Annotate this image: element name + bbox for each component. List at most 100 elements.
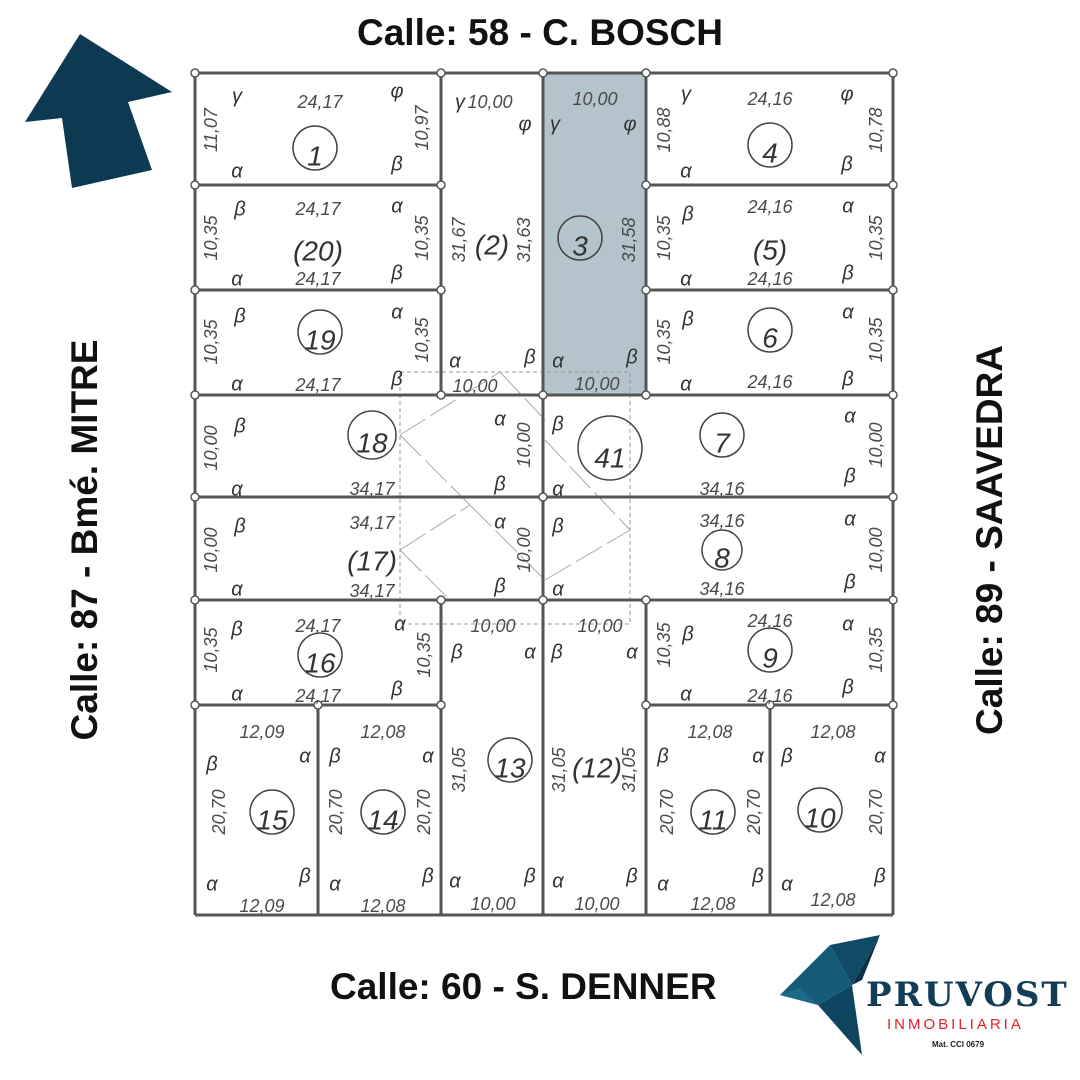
lot-15-bottom-dimension: 12,09 [239, 896, 284, 916]
lot-10-top-dimension: 12,08 [810, 722, 855, 742]
lot-12-right-dimension: 31,05 [619, 746, 639, 792]
lot-11-circle [690, 789, 736, 835]
lot-10-bottom-dimension: 12,08 [810, 890, 855, 910]
boundary-marker [641, 68, 651, 78]
angle-marker: α [874, 745, 886, 767]
lot-12-bottom-dimension: 10,00 [574, 894, 619, 914]
boundary-marker [190, 390, 200, 400]
lot-18-circle [347, 410, 397, 460]
lot-16-number: 16 [304, 647, 336, 678]
lot-4-top-dimension: 24,16 [746, 89, 793, 109]
angle-marker: α [449, 870, 461, 892]
lot-19-number: 19 [304, 324, 335, 355]
lot-20-left-dimension: 10,35 [201, 214, 221, 260]
angle-marker: α [552, 578, 564, 600]
angle-marker: α [231, 578, 243, 600]
lot-4-right-dimension: 10,78 [866, 107, 886, 152]
angle-marker: β [390, 262, 402, 284]
lot-16-left-dimension: 10,35 [201, 626, 221, 672]
angle-marker: α [231, 478, 243, 500]
lot-2-right-dimension: 31,63 [514, 217, 534, 262]
angle-marker: α [422, 745, 434, 767]
boundary-marker [538, 68, 548, 78]
lot-16-right-dimension: 10,35 [414, 631, 434, 677]
angle-marker: β [328, 745, 340, 767]
boundary-marker [888, 390, 898, 400]
angle-marker: α [391, 301, 403, 323]
boundary-marker [888, 180, 898, 190]
lot-11-right-dimension: 20,70 [744, 789, 764, 835]
lot-20-top-dimension: 24,17 [294, 199, 341, 219]
lot-13-top-dimension: 10,00 [470, 616, 515, 636]
lot-19-bottom-dimension: 24,17 [294, 375, 341, 395]
boundary-marker [190, 180, 200, 190]
lot-7-circle [699, 412, 745, 458]
lot-17-right-dimension: 10,00 [514, 527, 534, 572]
angle-marker: γ [455, 91, 466, 113]
angle-marker: α [626, 641, 638, 663]
lot-17-bottom-dimension: 34,17 [349, 581, 395, 601]
angle-marker: α [781, 873, 793, 895]
lot-12-left-dimension: 31,05 [549, 746, 569, 792]
lot-9-circle [747, 627, 793, 673]
angle-marker: β [550, 641, 562, 663]
lot-8-bottom-dimension: 34,16 [699, 579, 745, 599]
angle-marker: α [206, 873, 218, 895]
boundary-marker [436, 68, 446, 78]
angle-marker: α [231, 683, 243, 705]
boundary-marker [313, 700, 323, 710]
lot-6-left-dimension: 10,35 [654, 318, 674, 364]
angle-marker: β [841, 368, 853, 390]
boundary-marker [190, 285, 200, 295]
lot-2-bottom-dimension: 10,00 [452, 376, 497, 396]
angle-marker: α [842, 301, 854, 323]
lot-20-bottom-dimension: 24,17 [294, 269, 341, 289]
angle-marker: β [681, 623, 693, 645]
angle-marker: α [552, 870, 564, 892]
lot-1-top-dimension: 24,17 [296, 92, 343, 112]
boundary-marker [765, 700, 775, 710]
lot-5-left-dimension: 10,35 [654, 214, 674, 260]
angle-marker: α [752, 745, 764, 767]
lot-19-left-dimension: 10,35 [201, 318, 221, 364]
angle-marker: α [329, 873, 341, 895]
angle-marker: α [231, 373, 243, 395]
boundary-marker [641, 595, 651, 605]
angle-marker: β [780, 745, 792, 767]
lot-13-circle [487, 737, 533, 783]
lot-17-top-dimension: 34,17 [349, 513, 395, 533]
lot-14-circle [360, 789, 406, 835]
lot-5-number: (5) [753, 234, 787, 265]
angle-marker: β [841, 676, 853, 698]
angle-marker: β [751, 865, 763, 887]
lot-15-number: 15 [256, 804, 288, 835]
lot-7-right-dimension: 10,00 [866, 422, 886, 467]
angle-marker: α [657, 873, 669, 895]
lot-6-circle [747, 307, 793, 353]
boundary-marker [888, 492, 898, 502]
boundary-marker [436, 700, 446, 710]
lot-1-left-dimension: 11,07 [201, 107, 221, 152]
angle-marker: β [551, 413, 563, 435]
lot-2-number: (2) [475, 229, 509, 260]
angle-marker: α [231, 160, 243, 182]
lot-1-circle [292, 125, 338, 171]
lot-16-circle [297, 632, 343, 678]
angle-marker: β [233, 198, 245, 220]
lot-8-right-dimension: 10,00 [866, 527, 886, 572]
lot-14-top-dimension: 12,08 [360, 722, 405, 742]
angle-marker: γ [232, 85, 243, 107]
lot-16-top-dimension: 24,17 [294, 616, 341, 636]
easement-line [399, 434, 471, 506]
angle-marker: α [844, 508, 856, 530]
lot-17-left-dimension: 10,00 [201, 527, 221, 572]
lot-5-top-dimension: 24,16 [746, 197, 793, 217]
lot-6-number: 6 [762, 322, 778, 353]
boundary-marker [436, 595, 446, 605]
lot-8-number: 8 [714, 542, 730, 573]
angle-marker: φ [840, 83, 853, 105]
angle-marker: β [873, 865, 885, 887]
lot-18-right-dimension: 10,00 [514, 422, 534, 467]
